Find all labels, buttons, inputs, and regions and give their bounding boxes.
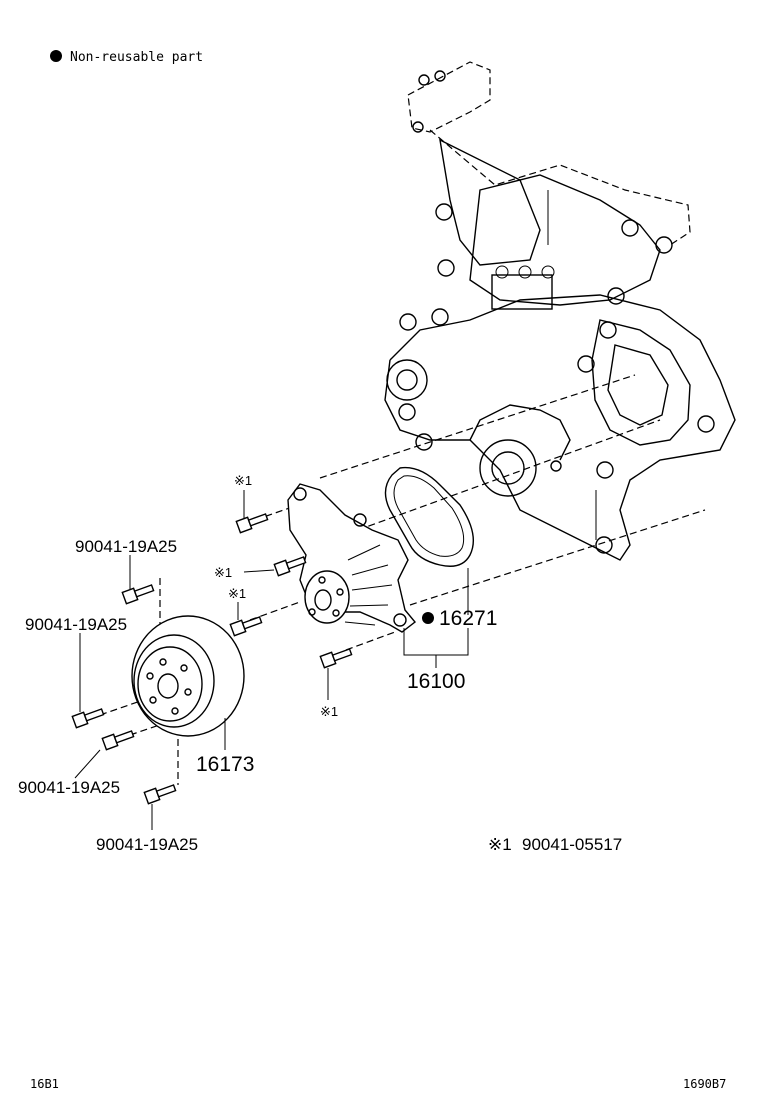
water-pump-label: 16100 bbox=[407, 670, 465, 693]
bolt-label-lower: 90041-19A25 bbox=[18, 778, 120, 797]
pulley-label: 16173 bbox=[196, 753, 254, 776]
footnote-mark: ※1 bbox=[488, 835, 512, 854]
non-reusable-dot-icon bbox=[422, 612, 434, 624]
footer-left-code: 16B1 bbox=[30, 1077, 59, 1091]
legend-text: Non-reusable part bbox=[70, 50, 203, 65]
reference-mark-d: ※1 bbox=[320, 704, 338, 719]
reference-mark-a: ※1 bbox=[234, 473, 252, 488]
footer-right-code: 1690B7 bbox=[683, 1077, 726, 1091]
bolt-icon bbox=[143, 784, 177, 805]
bolts bbox=[71, 513, 353, 805]
bolt-icon bbox=[101, 730, 135, 751]
water-pump-illustration bbox=[287, 483, 417, 633]
reference-mark-c: ※1 bbox=[228, 586, 246, 601]
bolt-label-bottom: 90041-19A25 bbox=[96, 835, 198, 854]
bolt-icon bbox=[229, 616, 263, 637]
footnote-part-number: 90041-05517 bbox=[522, 835, 622, 854]
bolt-icon bbox=[273, 556, 307, 577]
leader-lines bbox=[74, 490, 469, 830]
bolt-label-middle: 90041-19A25 bbox=[25, 615, 127, 634]
bolt-label-upper: 90041-19A25 bbox=[75, 537, 177, 556]
gasket-ring bbox=[384, 466, 474, 567]
bolt-icon bbox=[71, 708, 105, 729]
non-reusable-dot-icon bbox=[50, 50, 62, 62]
bolt-icon bbox=[235, 513, 269, 534]
bolt-icon bbox=[319, 648, 353, 669]
reference-mark-b: ※1 bbox=[214, 565, 232, 580]
pulley-illustration bbox=[131, 615, 245, 737]
bolt-icon bbox=[121, 584, 155, 605]
gasket-label: 16271 bbox=[439, 607, 497, 630]
timing-cover-illustration bbox=[384, 61, 736, 561]
